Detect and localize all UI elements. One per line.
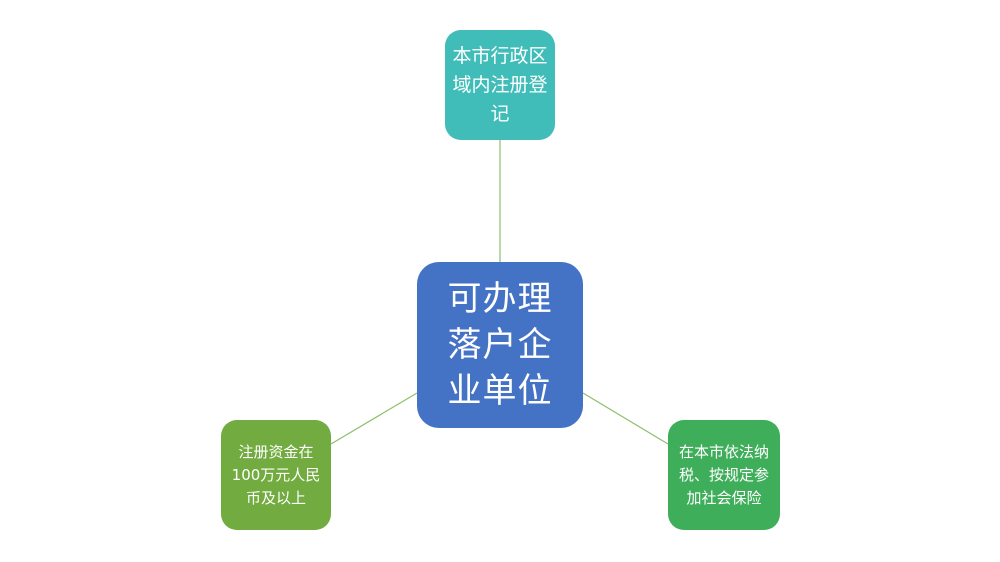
connector-line-right [582, 392, 669, 445]
center-node-label: 可办理落户企业单位 [447, 279, 553, 411]
node-tax-insurance-label: 在本市依法纳税、按规定参加社会保险 [678, 442, 769, 507]
node-registered-capital-label: 注册资金在100万元人民币及以上 [231, 442, 321, 507]
node-registered-capital: 注册资金在100万元人民币及以上 [221, 420, 331, 530]
center-node: 可办理落户企业单位 [417, 262, 583, 428]
node-registration: 本市行政区域内注册登记 [445, 30, 555, 140]
node-tax-insurance: 在本市依法纳税、按规定参加社会保险 [668, 420, 780, 530]
connector-line-left [330, 392, 418, 445]
node-registration-label: 本市行政区域内注册登记 [452, 44, 548, 125]
